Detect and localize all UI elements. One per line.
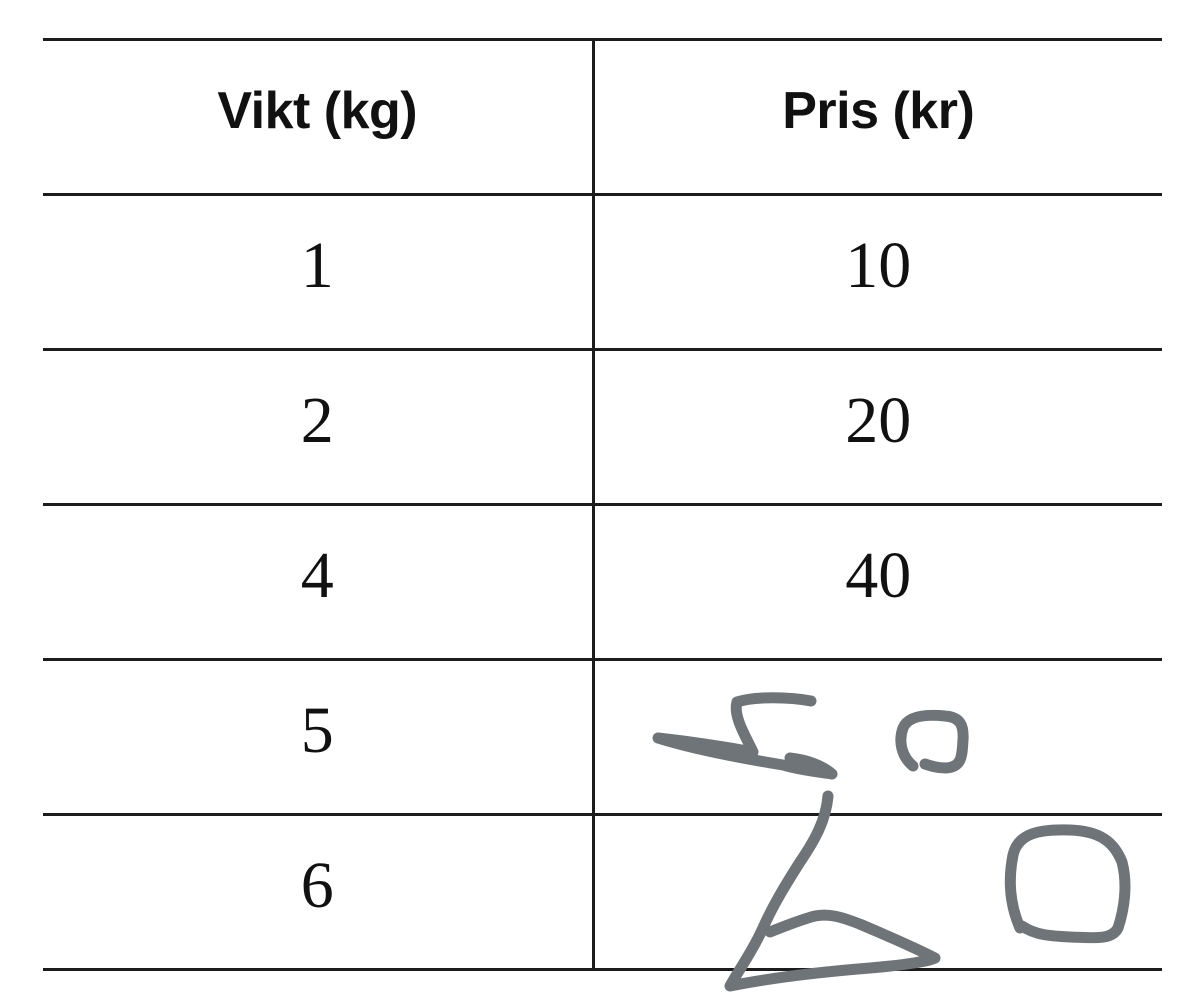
weight-cell: 6 (43, 813, 595, 971)
table-row: 5 (43, 658, 1162, 816)
weight-cell: 5 (43, 658, 595, 816)
price-table: Vikt (kg) Pris (kr) 1 10 2 20 4 40 5 6 (43, 38, 1162, 971)
price-cell: 10 (593, 193, 1162, 351)
weight-cell: 2 (43, 348, 595, 506)
price-cell-answer[interactable] (593, 813, 1162, 971)
price-cell-answer[interactable] (593, 658, 1162, 816)
price-cell: 40 (593, 503, 1162, 661)
header-price: Pris (kr) (593, 38, 1162, 196)
weight-cell: 4 (43, 503, 595, 661)
price-cell: 20 (593, 348, 1162, 506)
price-table-container: Vikt (kg) Pris (kr) 1 10 2 20 4 40 5 6 (43, 38, 1162, 971)
table-row: 2 20 (43, 348, 1162, 506)
header-weight: Vikt (kg) (43, 38, 595, 196)
weight-cell: 1 (43, 193, 595, 351)
table-row: 1 10 (43, 193, 1162, 351)
table-row: 4 40 (43, 503, 1162, 661)
table-row: 6 (43, 813, 1162, 971)
table-header-row: Vikt (kg) Pris (kr) (43, 38, 1162, 196)
